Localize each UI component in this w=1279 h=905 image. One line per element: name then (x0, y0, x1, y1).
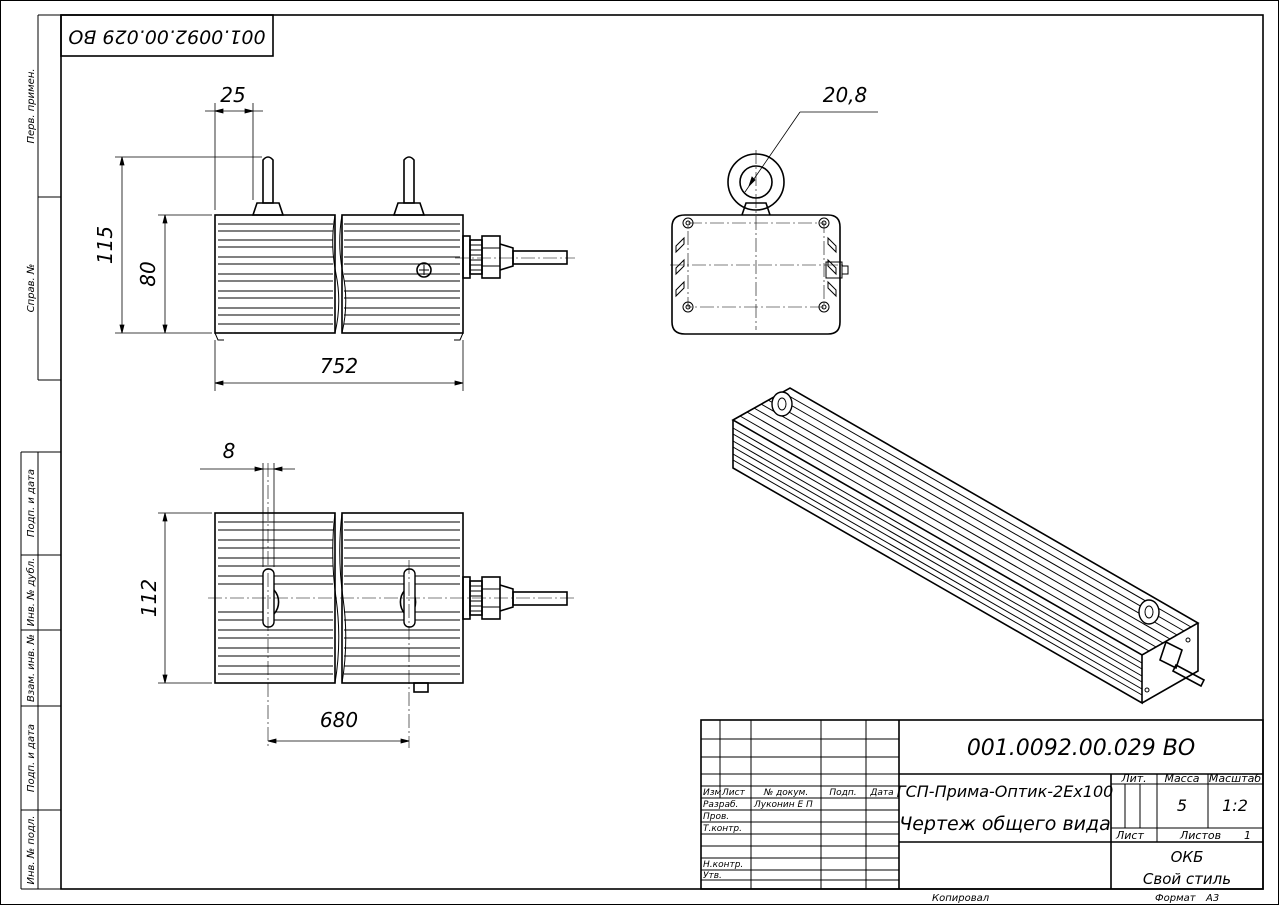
tb-sheet-label: Лист (1115, 829, 1144, 842)
tb-role-norm-control: Н.контр. (703, 860, 743, 870)
side-exch-inv: Взам. инв. № (26, 634, 37, 702)
tb-role-developer: Разраб. (703, 800, 738, 810)
designation-box-mirrored: 001.0092.00.029 ВО (60, 14, 274, 57)
tb-org: ОКБ (1171, 848, 1204, 866)
title-block: Изм Лист № докум. Подп. Дата Разраб. Лук… (700, 719, 1264, 890)
sheet-footer: Копировал Формат А3 (932, 893, 1219, 904)
top-dimensions (158, 463, 410, 744)
designation-text: 001.0092.00.029 ВО (967, 736, 1195, 761)
dim-80: 80 (136, 261, 160, 286)
dim-25: 25 (220, 83, 245, 107)
front-view: 25 115 80 752 (93, 83, 575, 391)
isometric-view (731, 387, 1206, 705)
tb-role-tech-control: Т.контр. (703, 824, 742, 834)
tb-doc-no: № докум. (763, 788, 808, 798)
end-view: 20,8 (670, 83, 878, 335)
product-name: ГСП-Прима-Оптик-2Ex100 (897, 782, 1114, 801)
tb-developer-name: Луконин Е П (753, 800, 813, 810)
front-handle-right (392, 156, 426, 216)
tb-mass-label: Масса (1164, 772, 1199, 785)
dim-680: 680 (320, 708, 358, 732)
tb-list: Лист (721, 788, 746, 798)
doc-type: Чертеж общего вида (899, 813, 1111, 835)
tb-role-checker: Пров. (703, 812, 729, 822)
tb-org-style: Свой стиль (1143, 870, 1231, 888)
dim-115: 115 (93, 226, 117, 264)
front-dimensions (115, 103, 464, 391)
front-handle-left (251, 156, 285, 216)
side-dup-inv: Инв. № дубл. (25, 558, 37, 626)
top-view: 8 112 680 (137, 439, 575, 748)
tb-date: Дата (869, 788, 893, 798)
tb-scale-label: Масштаб (1209, 772, 1261, 785)
footer-format-value: А3 (1205, 893, 1219, 904)
side-first-use: Перв. примен. (26, 68, 37, 143)
dim-8: 8 (223, 439, 236, 463)
tb-scale-value: 1:2 (1222, 796, 1248, 815)
dim-20-8: 20,8 (823, 83, 868, 107)
dim-752: 752 (320, 354, 358, 378)
side-sign-date-2: Подп. и дата (26, 724, 37, 792)
side-sign-date-1: Подп. и дата (26, 469, 37, 537)
tb-sheets-label: Листов (1179, 829, 1221, 842)
tb-sheets-value: 1 (1244, 829, 1251, 842)
side-strip-labels: Перв. примен. Справ. № Подп. и дата Инв.… (25, 68, 37, 884)
footer-format-label: Формат (1155, 893, 1197, 904)
tb-sign: Подп. (829, 788, 856, 798)
dim-112: 112 (137, 579, 161, 617)
tb-mass-value: 5 (1177, 796, 1187, 815)
side-ref-no: Справ. № (26, 264, 37, 313)
footer-copied: Копировал (932, 893, 990, 904)
designation-mirrored-text: 001.0092.00.029 ВО (68, 26, 265, 48)
side-orig-inv: Инв. № подл. (26, 816, 37, 885)
tb-role-approved: Утв. (703, 871, 722, 881)
tb-izm: Изм (703, 788, 722, 798)
tb-lit-label: Лит. (1120, 772, 1146, 785)
